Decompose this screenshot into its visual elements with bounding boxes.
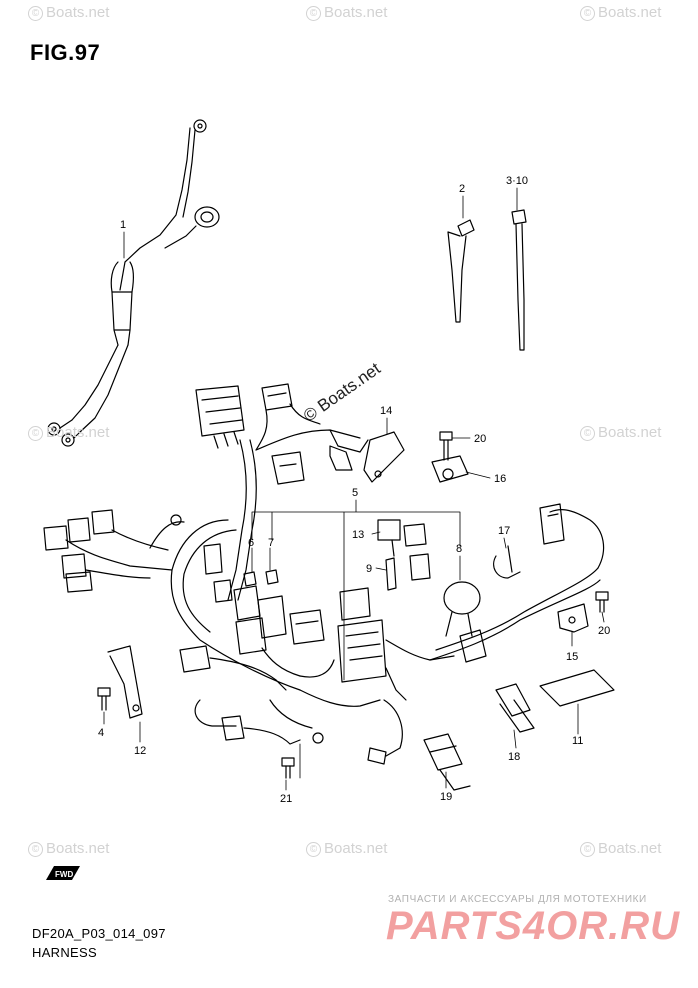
brand-logo: PARTS4OR.RU (386, 904, 681, 948)
main-harness (43, 383, 605, 765)
figure-name: HARNESS (32, 945, 97, 960)
callout-4: 4 (98, 727, 104, 739)
callout-8: 8 (456, 543, 462, 555)
watermark: ©Boats.net (306, 4, 387, 21)
callout-12: 12 (134, 745, 146, 757)
callout-19: 19 (440, 791, 452, 803)
figure-code: DF20A_P03_014_097 (32, 926, 166, 941)
callout-1: 1 (120, 219, 126, 231)
bolt-part-4 (97, 687, 111, 711)
cable-tie-part-2 (447, 219, 475, 323)
callout-15: 15 (566, 651, 578, 663)
figure-title: FIG.97 (30, 40, 101, 65)
band-part-17 (493, 545, 521, 579)
callout-13: 13 (352, 529, 364, 541)
brand-tagline: ЗАПЧАСТИ И АКСЕССУАРЫ ДЛЯ МОТОТЕХНИКИ (388, 894, 647, 905)
callout-20-right: 20 (598, 625, 610, 637)
battery-cable-part (47, 119, 220, 447)
callout-18: 18 (508, 751, 520, 763)
callout-labels: 1 2 3·10 4 5 6 7 8 9 11 12 13 14 15 16 1… (98, 175, 610, 805)
callout-9: 9 (366, 563, 372, 575)
callout-5: 5 (352, 487, 358, 499)
callout-21: 21 (280, 793, 292, 805)
callout-20-top: 20 (474, 433, 486, 445)
watermark: ©Boats.net (28, 424, 109, 441)
watermark: ©Boats.net (580, 4, 661, 21)
sheet-part-11 (539, 669, 615, 707)
watermark: ©Boats.net (580, 840, 661, 857)
callout-7: 7 (268, 537, 274, 549)
forward-arrow-icon: FWD (46, 866, 80, 880)
callout-11: 11 (572, 735, 583, 747)
callout-17: 17 (498, 525, 510, 537)
watermark: ©Boats.net (28, 840, 109, 857)
forward-arrow-label: FWD (55, 870, 73, 879)
cable-tie-part-3 (511, 209, 527, 351)
leader-lines (103, 187, 605, 791)
callout-14: 14 (380, 405, 392, 417)
watermark: ©Boats.net (28, 4, 109, 21)
callout-6: 6 (248, 537, 254, 549)
bolt-part-21 (281, 757, 295, 779)
callout-16: 16 (494, 473, 506, 485)
watermark: ©Boats.net (580, 424, 661, 441)
bracket-part-12 (107, 645, 143, 719)
clamp-part-18 (495, 683, 535, 733)
bolt-clamp-part-16 (431, 431, 469, 483)
bracket-part-15 (557, 591, 609, 633)
callout-3-10: 3·10 (506, 175, 528, 187)
clamp-part-19 (423, 733, 471, 791)
bracket-part-14 (363, 431, 405, 483)
callout-2: 2 (459, 183, 465, 195)
watermark: ©Boats.net (306, 840, 387, 857)
